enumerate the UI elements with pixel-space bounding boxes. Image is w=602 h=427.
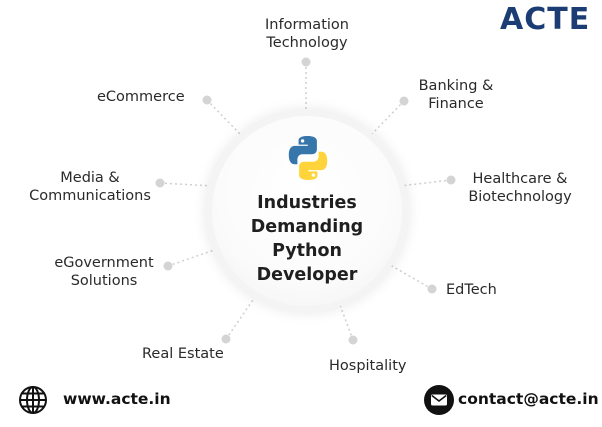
connector-dot-healthcare-biotechnology [446,175,456,185]
hub-title: Industries Demanding Python Developer [212,191,402,287]
connector-line-ecommerce [206,99,241,135]
connector-dot-ecommerce [202,95,212,105]
connector-dot-information-technology [301,57,311,67]
industry-label-banking-finance: Banking & Finance [418,78,494,112]
globe-icon [19,386,47,414]
industry-label-healthcare-biotechnology: Healthcare & Biotechnology [468,171,572,205]
connector-line-hospitality [339,304,354,341]
industry-label-media-communications: Media & Communications [29,170,151,204]
mail-icon [424,385,454,415]
email-link[interactable]: contact@acte.in [458,390,599,408]
connector-line-healthcare-biotechnology [399,179,452,187]
hub-title-line: Industries [257,193,357,213]
industry-label-information-technology: Information Technology [265,17,349,51]
industry-label-real-estate: Real Estate [142,346,224,362]
connector-line-real-estate [225,299,254,340]
connector-dot-edtech [427,284,437,294]
connector-dot-banking-finance [399,96,409,106]
python-logo-icon [288,136,328,180]
connector-dot-media-communications [155,178,165,188]
connector-line-egovernment-solutions [167,247,221,267]
hub-title-line: Demanding [250,217,364,237]
connector-dot-hospitality [348,335,358,345]
acte-logo: ACTE [500,2,591,37]
industry-label-egovernment-solutions: eGovernment Solutions [54,255,154,289]
industry-label-ecommerce: eCommerce [97,89,185,105]
connector-dot-egovernment-solutions [163,261,173,271]
connector-line-edtech [384,261,433,290]
connector-line-banking-finance [369,100,405,137]
hub-title-line: Developer [256,265,358,285]
hub-title-line: Python [272,241,342,261]
industry-label-edtech: EdTech [446,282,497,298]
industry-label-hospitality: Hospitality [329,358,407,374]
website-link[interactable]: www.acte.in [63,390,171,408]
connector-line-media-communications [159,182,214,187]
connector-dot-real-estate [221,334,231,344]
